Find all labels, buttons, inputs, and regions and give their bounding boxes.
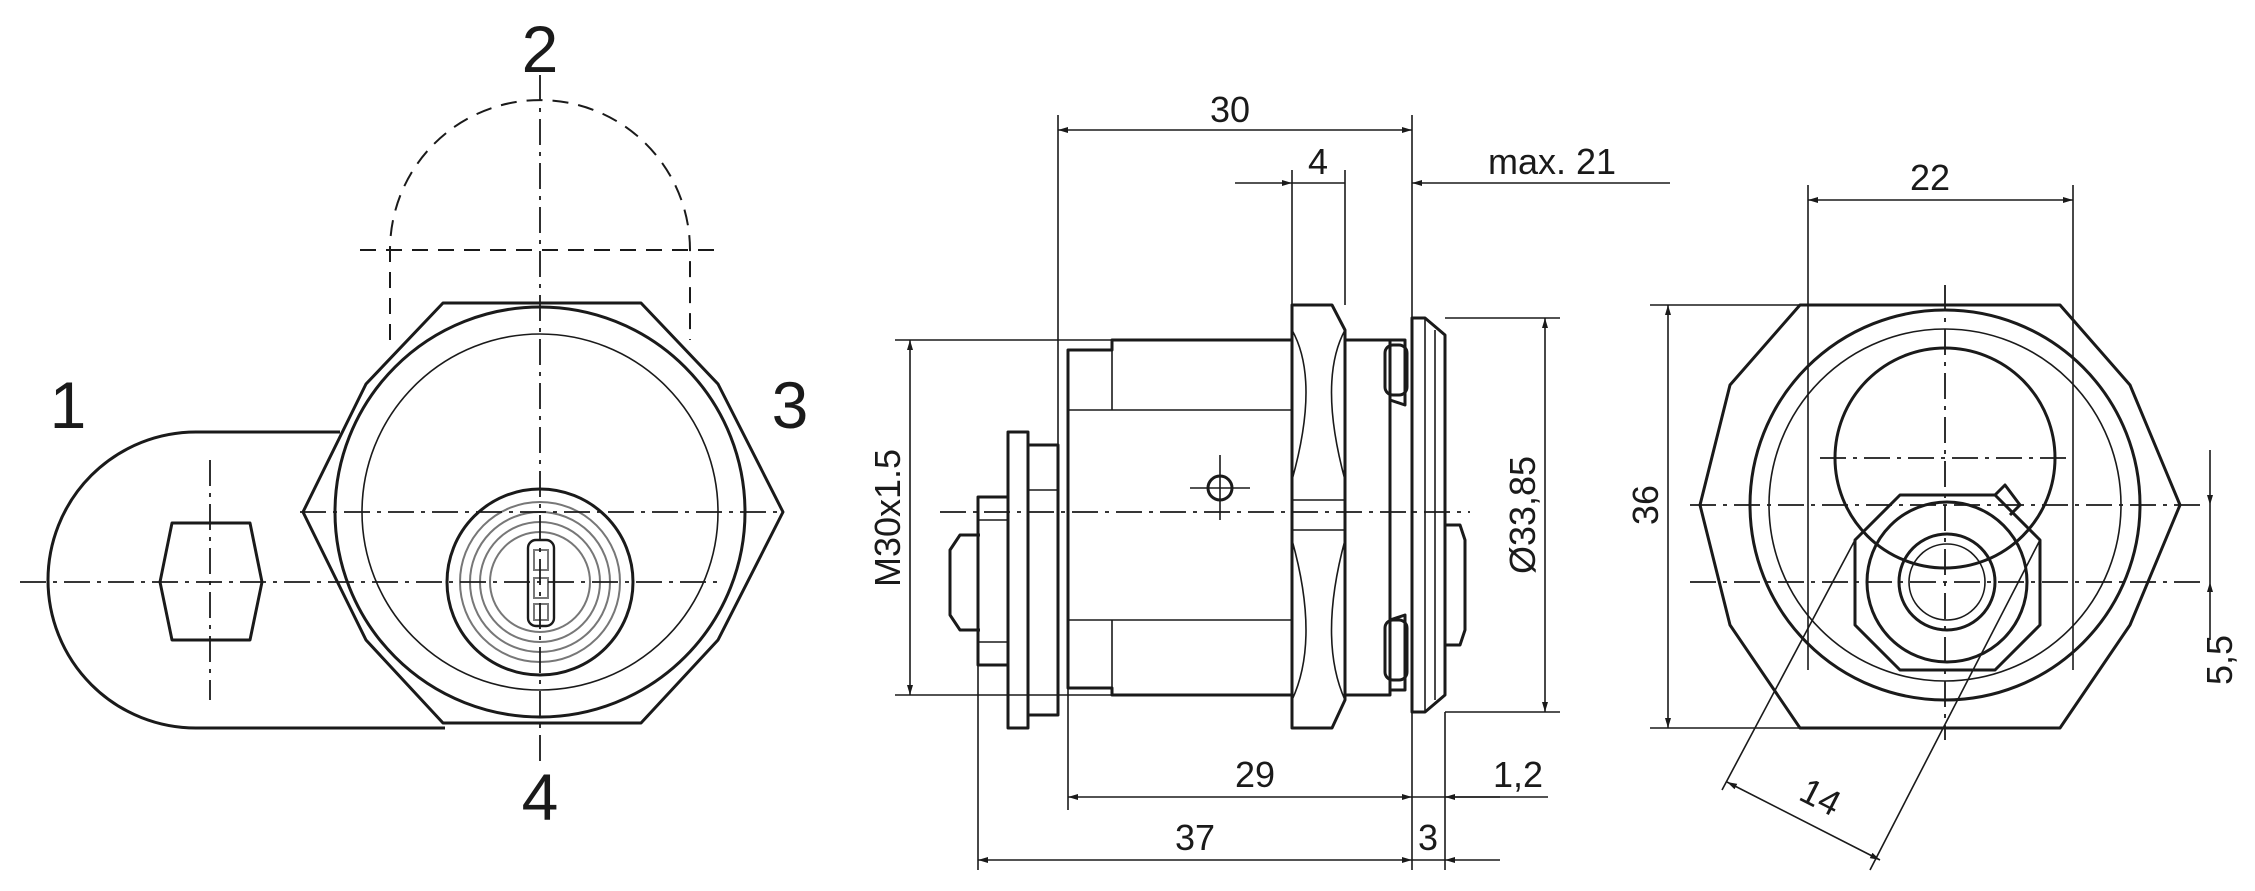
dim-dia-label: Ø33,85	[1502, 456, 1543, 574]
rear-nut-tab	[1993, 483, 2022, 517]
thread-bump-bottom	[1388, 613, 1407, 692]
rear-hex-outline	[1698, 303, 2182, 730]
thread-section	[1343, 338, 1392, 697]
thread-ring-bottom	[1383, 618, 1409, 682]
dim-4-label: 4	[1308, 141, 1328, 182]
dim-14-ext-right	[1869, 539, 2041, 871]
cam-plate	[1006, 430, 1030, 730]
lock-body	[1066, 338, 1294, 697]
lock-head	[1410, 316, 1447, 714]
dim-12-label: 1,2	[1493, 754, 1543, 795]
side-view: 30 4 max. 21 M30x1.5 Ø33,85 29 1,2	[867, 89, 1670, 870]
dim-14-ext-left	[1721, 539, 1856, 791]
nut-facets-left	[1291, 329, 1307, 701]
dim-29-label: 29	[1235, 754, 1275, 795]
position-label-3: 3	[772, 368, 809, 442]
dim-max21-label: max. 21	[1488, 141, 1616, 182]
rear-view: 22 36 5,5 14	[1625, 157, 2240, 871]
dim-14-line	[1726, 781, 1881, 861]
dim-3-label: 3	[1418, 817, 1438, 858]
cam-washer	[1026, 443, 1060, 717]
front-view: 1 2 3 4	[20, 12, 808, 834]
key-plug-face	[1445, 523, 1467, 647]
position-label-2: 2	[522, 12, 559, 86]
stud-tip	[948, 533, 980, 632]
dim-30-label: 30	[1210, 89, 1250, 130]
position-label-1: 1	[50, 368, 87, 442]
nut-facets-right	[1330, 329, 1346, 701]
cam-arm	[46, 430, 445, 730]
position-label-4: 4	[522, 760, 559, 834]
rear-stud-inner	[1908, 543, 1986, 621]
thread-bump-top	[1388, 338, 1407, 407]
thread-ring-top	[1383, 343, 1409, 397]
mounting-nut	[1290, 303, 1347, 730]
dim-22-label: 22	[1910, 157, 1950, 198]
dim-14-label: 14	[1794, 770, 1848, 825]
rear-nut	[1853, 493, 2042, 672]
dim-36-label: 36	[1625, 485, 1666, 525]
key-slot	[526, 538, 556, 628]
dim-37-label: 37	[1175, 817, 1215, 858]
dim-m30-label: M30x1.5	[867, 449, 908, 587]
cam-nut	[976, 495, 1010, 667]
hex-nut-outline	[301, 301, 785, 725]
dim-55-label: 5,5	[2199, 635, 2240, 685]
